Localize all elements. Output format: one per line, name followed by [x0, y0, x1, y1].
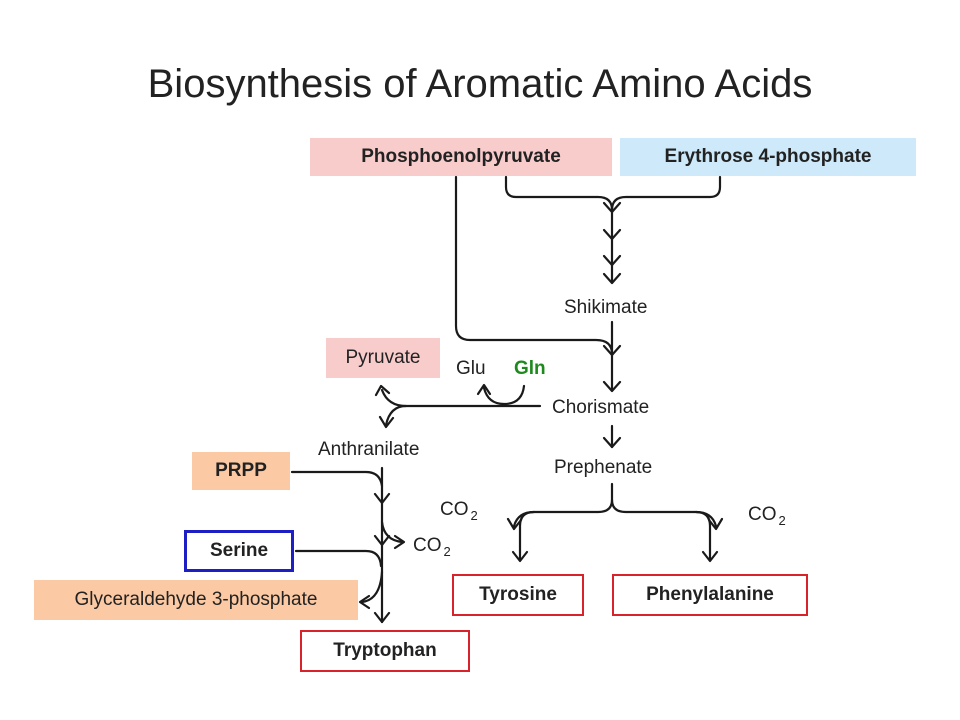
glyceraldehyde-3-phosphate-box: Glyceraldehyde 3-phosphate	[34, 580, 358, 620]
co2-sub: 2	[443, 544, 451, 559]
page-title: Biosynthesis of Aromatic Amino Acids	[147, 62, 813, 106]
arrowhead-step4	[602, 272, 622, 285]
serine-join-line	[294, 549, 383, 568]
merge-bracket-right	[610, 175, 722, 212]
g3p-release-curve	[360, 570, 384, 604]
arrowhead-trp-2	[373, 534, 391, 547]
gln-glu-curve	[482, 384, 526, 406]
prpp-join-line	[290, 470, 384, 488]
arrowhead-trp-1	[373, 492, 391, 505]
arrowhead-anthranilate	[378, 415, 395, 429]
arrowhead-pyruvate	[374, 384, 391, 397]
co2-main: CO	[748, 504, 777, 525]
arrowhead-g3p	[358, 594, 371, 610]
arrowhead-co2-trp	[393, 534, 406, 550]
shikimate-label: Shikimate	[564, 297, 648, 318]
co2-release-tyr	[512, 510, 536, 528]
arrowhead-prephenate	[602, 436, 622, 449]
tryptophan-box: Tryptophan	[300, 630, 470, 672]
co2-release-phe	[694, 510, 718, 528]
co2-sub: 2	[778, 513, 786, 528]
arrowhead-glu	[476, 383, 492, 396]
tyrosine-box: Tyrosine	[452, 574, 584, 616]
arrowhead-co2-phe	[707, 517, 724, 531]
glu-label: Glu	[456, 358, 486, 379]
arrowhead-chorismate-a	[602, 344, 622, 357]
arrowhead-tyrosine	[511, 550, 529, 563]
prephenate-split-left	[518, 482, 614, 562]
serine-box: Serine	[184, 530, 294, 572]
prephenate-split-right	[610, 498, 712, 562]
phenylalanine-box: Phenylalanine	[612, 574, 808, 616]
anthranilate-label: Anthranilate	[318, 439, 420, 460]
chorismate-branch-line	[384, 404, 542, 427]
arrowhead-co2-tyr	[506, 517, 523, 531]
to-pyruvate-curve	[380, 388, 408, 408]
co2-sub: 2	[470, 508, 478, 523]
pep-branch-line	[454, 175, 614, 356]
arrowhead-step1	[602, 201, 622, 214]
co2-release-curve	[380, 520, 404, 544]
merge-bracket	[504, 175, 614, 212]
chorismate-label: Chorismate	[552, 397, 650, 418]
co2-main: CO	[413, 535, 442, 556]
prephenate-label: Prephenate	[554, 457, 653, 478]
erythrose-4-phosphate-box: Erythrose 4-phosphate	[620, 138, 916, 176]
arrowhead-phenylalanine	[701, 550, 719, 563]
gln-label: Gln	[514, 358, 546, 379]
arrowhead-step2	[602, 228, 622, 241]
arrowhead-trp-3	[373, 611, 391, 624]
co2-main: CO	[440, 499, 469, 520]
prpp-box: PRPP	[192, 452, 290, 490]
phosphoenolpyruvate-box: Phosphoenolpyruvate	[310, 138, 612, 176]
arrowhead-chorismate-b	[602, 380, 622, 393]
arrowhead-step3	[602, 254, 622, 267]
pyruvate-box: Pyruvate	[326, 338, 440, 378]
